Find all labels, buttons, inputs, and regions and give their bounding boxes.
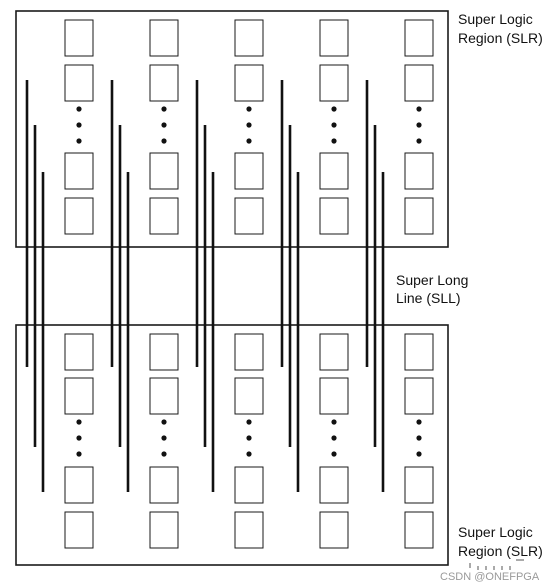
top-continuation-dot-c2-d2	[161, 122, 167, 128]
bottom-logic-block-c2-b2	[149, 377, 179, 415]
top-logic-block-c2-b4	[149, 197, 179, 235]
bottom-logic-block-c2-b3	[149, 466, 179, 504]
bottom-continuation-dot-c1-d2	[76, 435, 82, 441]
bottom-continuation-dot-c2-d3	[161, 451, 167, 457]
bottom-logic-block-c3-b3	[234, 466, 264, 504]
bottom-continuation-dot-c5-d1	[416, 419, 422, 425]
bottom-continuation-dot-c4-d3	[331, 451, 337, 457]
bottom-logic-block-c3-b2	[234, 377, 264, 415]
top-continuation-dot-c3-d2	[246, 122, 252, 128]
top-logic-block-c3-b2	[234, 64, 264, 102]
top-logic-block-c2-b2	[149, 64, 179, 102]
bottom-slr-label-line2: Region (SLR)	[458, 543, 543, 559]
top-continuation-dot-c1-d3	[76, 138, 82, 144]
bottom-continuation-dot-c3-d1	[246, 419, 252, 425]
top-slr-label-line1: Super Logic	[458, 11, 533, 27]
bottom-continuation-dot-c1-d3	[76, 451, 82, 457]
sll-label-line2: Line (SLL)	[396, 290, 461, 306]
top-logic-block-c4-b4	[319, 197, 349, 235]
bottom-continuation-dot-c3-d2	[246, 435, 252, 441]
logic-blocks	[64, 19, 434, 549]
bottom-logic-block-c3-b4	[234, 511, 264, 549]
bottom-logic-block-c2-b4	[149, 511, 179, 549]
top-logic-block-c4-b2	[319, 64, 349, 102]
bottom-continuation-dot-c4-d1	[331, 419, 337, 425]
top-logic-block-c4-b1	[319, 19, 349, 57]
bottom-logic-block-c5-b4	[404, 511, 434, 549]
top-logic-block-c5-b4	[404, 197, 434, 235]
top-continuation-dot-c2-d3	[161, 138, 167, 144]
top-logic-block-c2-b3	[149, 152, 179, 190]
top-continuation-dot-c4-d1	[331, 106, 337, 112]
bottom-continuation-dot-c5-d3	[416, 451, 422, 457]
bottom-logic-block-c1-b4	[64, 511, 94, 549]
bottom-logic-block-c4-b4	[319, 511, 349, 549]
top-logic-block-c4-b3	[319, 152, 349, 190]
super-long-lines	[25, 80, 385, 492]
top-continuation-dot-c5-d1	[416, 106, 422, 112]
top-continuation-dot-c3-d1	[246, 106, 252, 112]
bottom-continuation-dot-c4-d2	[331, 435, 337, 441]
top-logic-block-c1-b3	[64, 152, 94, 190]
bottom-logic-block-c1-b3	[64, 466, 94, 504]
bottom-continuation-dot-c1-d1	[76, 419, 82, 425]
top-continuation-dot-c4-d3	[331, 138, 337, 144]
bottom-logic-block-c5-b1	[404, 333, 434, 371]
bottom-logic-block-c5-b2	[404, 377, 434, 415]
watermark: CSDN @ONEFPGA	[440, 571, 540, 583]
bottom-continuation-dot-c5-d2	[416, 435, 422, 441]
bottom-continuation-dot-c3-d3	[246, 451, 252, 457]
bottom-logic-block-c4-b1	[319, 333, 349, 371]
top-slr-label-line2: Region (SLR)	[458, 30, 543, 46]
top-continuation-dot-c1-d2	[76, 122, 82, 128]
top-logic-block-c1-b1	[64, 19, 94, 57]
bottom-logic-block-c1-b1	[64, 333, 94, 371]
top-logic-block-c3-b3	[234, 152, 264, 190]
bottom-continuation-dot-c2-d2	[161, 435, 167, 441]
top-logic-block-c2-b1	[149, 19, 179, 57]
top-logic-block-c5-b2	[404, 64, 434, 102]
top-continuation-dot-c4-d2	[331, 122, 337, 128]
top-logic-block-c5-b1	[404, 19, 434, 57]
sll-label-line1: Super Long	[396, 272, 468, 288]
bottom-logic-block-c3-b1	[234, 333, 264, 371]
bottom-logic-block-c5-b3	[404, 466, 434, 504]
top-continuation-dot-c2-d1	[161, 106, 167, 112]
bottom-logic-block-c4-b3	[319, 466, 349, 504]
top-continuation-dot-c1-d1	[76, 106, 82, 112]
bottom-logic-block-c4-b2	[319, 377, 349, 415]
top-continuation-dot-c3-d3	[246, 138, 252, 144]
top-logic-block-c1-b2	[64, 64, 94, 102]
top-logic-block-c3-b4	[234, 197, 264, 235]
bottom-logic-block-c2-b1	[149, 333, 179, 371]
corner-ticks	[469, 559, 524, 570]
top-logic-block-c3-b1	[234, 19, 264, 57]
top-logic-block-c1-b4	[64, 197, 94, 235]
bottom-slr-label-line1: Super Logic	[458, 524, 533, 540]
top-continuation-dot-c5-d2	[416, 122, 422, 128]
top-continuation-dot-c5-d3	[416, 138, 422, 144]
top-logic-block-c5-b3	[404, 152, 434, 190]
bottom-logic-block-c1-b2	[64, 377, 94, 415]
bottom-continuation-dot-c2-d1	[161, 419, 167, 425]
